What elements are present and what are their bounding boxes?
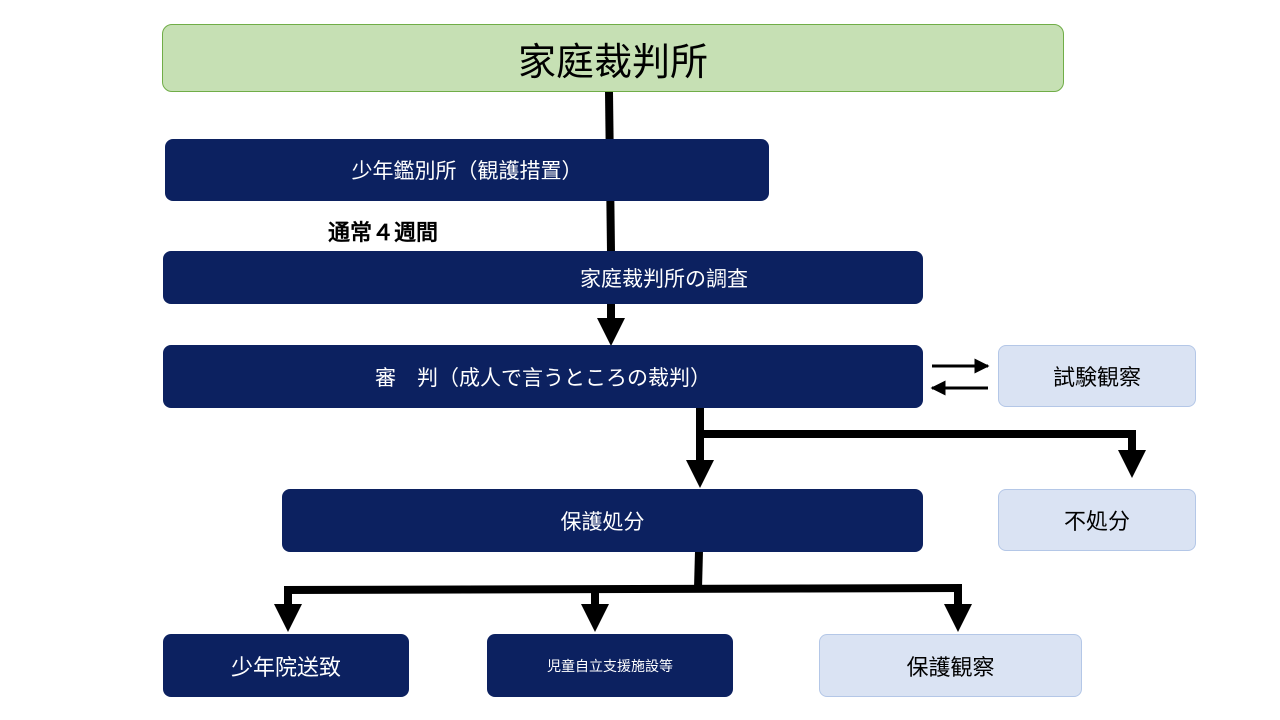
welfare-facility-label: 児童自立支援施設等: [547, 658, 673, 675]
protective-disposition-box: 保護処分: [282, 489, 923, 552]
detention-box: 少年鑑別所（観護措置）: [165, 139, 769, 201]
protective-branch-horizontal: [283, 584, 963, 594]
investigation-label: 家庭裁判所の調査: [580, 266, 748, 291]
family-court-box: 家庭裁判所: [162, 24, 1064, 92]
probation-trial-label: 試験観察: [1052, 366, 1141, 391]
reform-school-label: 少年院送致: [230, 655, 341, 681]
no-disposition-box: 不処分: [998, 489, 1196, 551]
branch-to-probation-arrowhead: [944, 604, 972, 632]
branch-to-reform-arrowhead: [274, 604, 302, 632]
welfare-facility-box: 児童自立支援施設等: [487, 634, 733, 697]
protective-disposition-label: 保護処分: [560, 509, 645, 534]
duration-note: 通常４週間: [328, 221, 439, 246]
reform-school-box: 少年院送致: [163, 634, 409, 697]
branch-to-no-disposition-arrowhead: [1118, 450, 1146, 478]
branch-to-welfare-arrowhead: [581, 604, 609, 632]
investigation-to-hearing-arrowhead: [597, 318, 625, 346]
probation-box: 保護観察: [819, 634, 1082, 697]
probation-trial-box: 試験観察: [998, 345, 1196, 407]
detention-label: 少年鑑別所（観護措置）: [351, 159, 583, 183]
hearing-box: 審 判（成人で言うところの裁判）: [163, 345, 923, 408]
hearing-label: 審 判（成人で言うところの裁判）: [375, 365, 711, 390]
hearing-to-protective-arrowhead: [686, 460, 714, 488]
investigation-box: 家庭裁判所の調査: [163, 251, 923, 304]
protective-down-line: [694, 550, 703, 589]
family-court-label: 家庭裁判所: [517, 39, 708, 84]
probation-label: 保護観察: [906, 655, 995, 681]
no-disposition-label: 不処分: [1063, 510, 1130, 535]
